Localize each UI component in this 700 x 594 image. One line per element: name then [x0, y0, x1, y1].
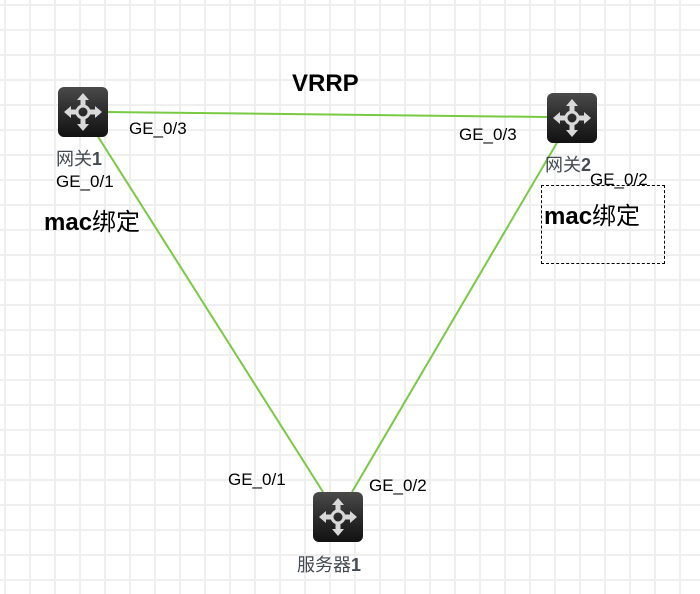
device-name: 服务器 [297, 555, 351, 576]
note-gw1-mac-binding[interactable]: mac绑定 [44, 202, 140, 237]
note-text-cjk: 绑定 [592, 202, 641, 230]
link-gw1-gw2[interactable] [107, 111, 548, 118]
device-name: 网关 [545, 155, 581, 176]
link-gw1-srv1[interactable] [96, 134, 324, 493]
note-text-latin: mac [544, 203, 593, 230]
router-icon [553, 99, 591, 137]
device-server-1[interactable] [313, 492, 363, 542]
port-label-gw1-ge01: GE_0/1 [56, 172, 114, 191]
note-text-cjk: 绑定 [92, 208, 141, 236]
router-icon [64, 93, 102, 131]
port-label-srv1-ge02: GE_0/2 [369, 476, 427, 495]
note-gw2-mac-binding[interactable]: mac绑定 [544, 196, 640, 231]
device-label-gateway-2: 网关2 [545, 151, 591, 177]
port-label-srv1-ge01: GE_0/1 [228, 470, 286, 489]
port-label-gw2-ge02: GE_0/2 [590, 170, 648, 189]
router-icon [319, 498, 357, 536]
port-label-gw2-ge03: GE_0/3 [459, 125, 517, 144]
diagram-title: VRRP [292, 70, 359, 97]
device-gateway-1[interactable] [58, 87, 108, 137]
link-gw2-srv1[interactable] [351, 140, 559, 493]
device-number: 1 [92, 149, 103, 169]
device-name: 网关 [56, 149, 92, 170]
port-label-gw1-ge03: GE_0/3 [129, 119, 187, 138]
device-label-server-1: 服务器1 [297, 551, 361, 577]
device-label-gateway-1: 网关1 [56, 145, 102, 171]
note-box-gw2[interactable] [541, 185, 665, 264]
note-text-latin: mac [44, 209, 93, 236]
device-number: 1 [351, 555, 362, 575]
device-gateway-2[interactable] [547, 93, 597, 143]
device-number: 2 [581, 155, 592, 175]
